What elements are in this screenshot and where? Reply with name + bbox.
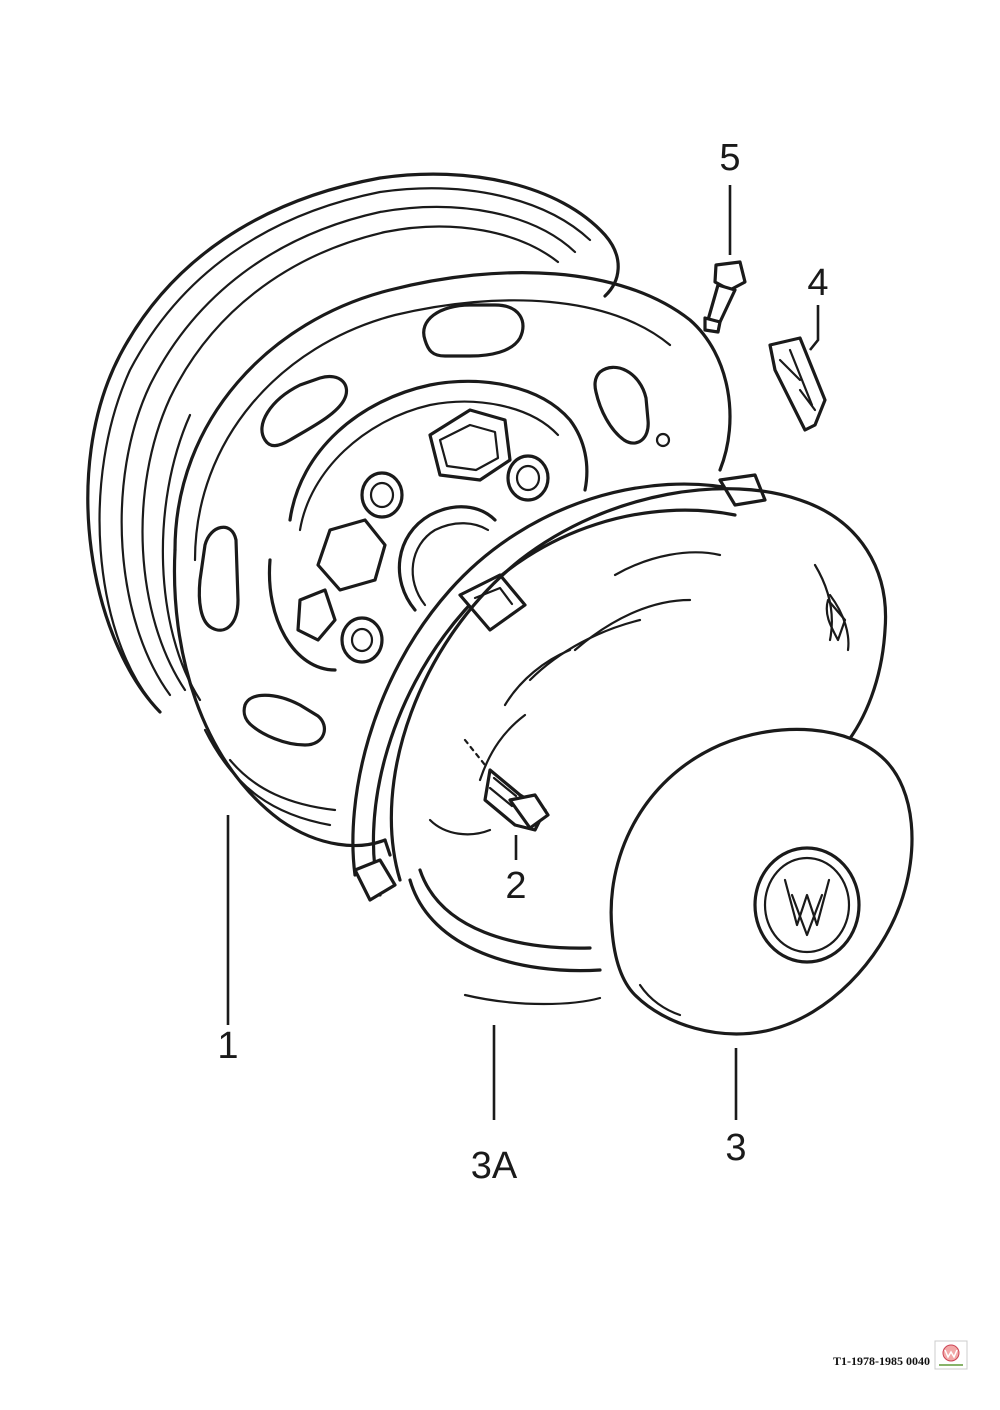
part-label-5: 5 <box>719 137 740 179</box>
valve-drawing <box>703 260 747 334</box>
vw-emblem-icon <box>753 846 861 964</box>
hubcap-drawing <box>389 487 914 1036</box>
vent-slot <box>242 693 327 747</box>
bolt-drawing <box>463 738 550 832</box>
vent-slot <box>260 375 349 448</box>
vent-slot <box>593 365 650 445</box>
vent-slot <box>197 525 240 632</box>
part-label-2: 2 <box>505 865 526 907</box>
diagram-code: T1-1978-1985 0040 <box>833 1354 930 1368</box>
trim-ring-drawing <box>351 473 767 902</box>
part-label-4: 4 <box>807 262 828 304</box>
vent-slot <box>422 303 525 358</box>
wheel-rim-drawing <box>86 172 732 848</box>
part-label-1: 1 <box>217 1025 238 1067</box>
clip-drawing <box>768 336 827 432</box>
part-label-3: 3 <box>725 1127 746 1169</box>
vw-club-logo-icon <box>934 1340 968 1370</box>
leader-line <box>808 305 820 351</box>
part-label-3a: 3A <box>471 1145 518 1187</box>
